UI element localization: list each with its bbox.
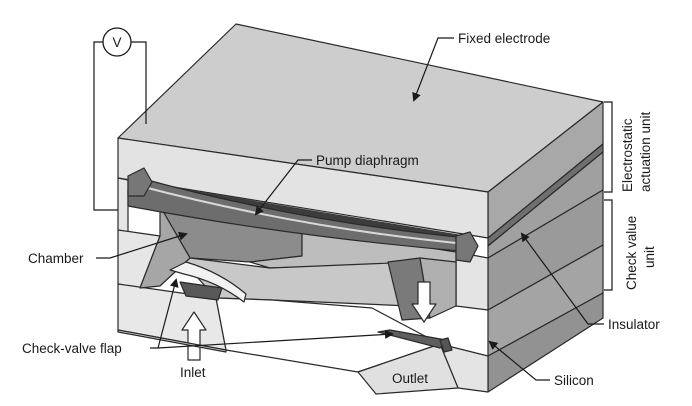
label-silicon: Silicon <box>554 373 594 388</box>
check-valve-unit-label-1: Check value <box>624 216 639 290</box>
leader-insulator <box>520 232 604 325</box>
front-face-base <box>117 329 227 353</box>
inlet-flow-arrow <box>181 311 207 361</box>
electrostatic-unit-label-2: actuation unit <box>638 111 653 192</box>
diaphragm-anchor-right <box>455 231 479 263</box>
label-chamber: Chamber <box>28 251 84 266</box>
wire-right <box>131 41 147 124</box>
callout-leaders <box>96 37 604 381</box>
label-insulator: Insulator <box>608 317 660 332</box>
leader-fixed-electrode <box>412 37 454 102</box>
label-outlet: Outlet <box>392 371 428 386</box>
diaphragm-anchor-left <box>127 167 153 197</box>
leader-chamber <box>96 231 188 259</box>
bracket-check-valve <box>604 199 613 291</box>
bottom-channel-wall <box>357 343 459 395</box>
voltmeter-symbol <box>102 27 132 57</box>
electrostatic-unit-label-1: Electrostatic <box>620 118 635 192</box>
block-side-face <box>487 101 604 393</box>
check-valve-flap-inlet <box>169 261 247 303</box>
bracket-electrostatic <box>604 101 613 193</box>
front-face-electrode <box>117 137 489 239</box>
voltmeter-circuit: V <box>93 27 147 211</box>
label-inlet: Inlet <box>180 365 206 380</box>
voltmeter-label: V <box>112 35 121 50</box>
outlet-valve-seat <box>439 337 453 353</box>
unit-brackets: Electrostatic actuation unit Check value… <box>604 101 657 291</box>
label-fixed-electrode: Fixed electrode <box>458 31 550 46</box>
leader-silicon <box>488 340 550 381</box>
leader-pump-diaphragm <box>254 159 312 216</box>
pump-diaphragm-highlight <box>139 185 467 245</box>
wire-left <box>93 41 118 211</box>
inlet-shaft <box>179 281 223 301</box>
leader-check-valve-flap-2 <box>157 329 394 349</box>
label-pump-diaphragm: Pump diaphragm <box>316 153 419 168</box>
outlet-flow-arrow <box>411 281 437 323</box>
label-check-valve-flap: Check-valve flap <box>22 341 122 356</box>
front-face-diaphragm-left <box>117 177 129 233</box>
check-valve-unit-label-2: unit <box>642 246 657 268</box>
